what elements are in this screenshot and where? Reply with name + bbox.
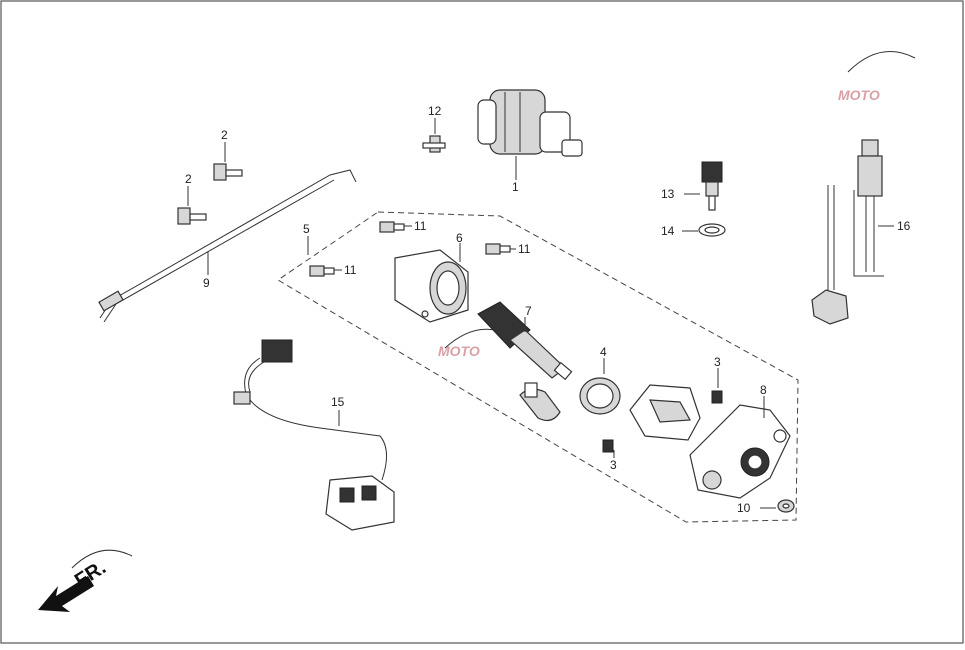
part-16-sensor-lead [811,139,884,325]
watermark-bottom-left [71,549,133,569]
callout-15: 15 [331,395,345,409]
callout-4: 4 [600,345,607,359]
watermark-top-right: MOTO [838,51,916,103]
part-11-screw-a [379,221,405,233]
watermark-text: MOTO [838,87,880,103]
callout-2-lower: 2 [185,172,192,186]
part-15-wire-harness [233,339,395,531]
callout-16: 16 [897,219,911,233]
part-brush-plate [629,384,701,441]
callout-9: 9 [203,276,210,290]
part-9-starter-cable [98,169,357,323]
callout-1: 1 [512,180,519,194]
callout-12: 12 [428,104,442,118]
starter-assembly-boundary [277,211,799,523]
callout-6: 6 [456,231,463,245]
watermark-text: MOTO [438,343,480,359]
callout-11-c: 11 [344,263,357,277]
callout-3-upper: 3 [714,355,721,369]
callout-10: 10 [737,501,751,515]
part-10-washer [777,499,795,513]
callout-3-lower: 3 [610,458,617,472]
part-8-end-cover [689,404,791,499]
part-4-o-ring [579,377,621,415]
callout-13: 13 [661,187,675,201]
part-11-screw-b [485,243,511,255]
part-12-bolt [422,135,446,153]
part-14-sealing-washer [698,223,726,237]
part-1-starter-clutch [477,89,583,157]
callout-11-b: 11 [518,242,531,256]
part-3-spring-upper [711,390,723,404]
part-13-temperature-sensor [701,161,723,211]
part-brush-holder [519,382,561,422]
part-11-screw-c [309,265,335,277]
part-6-motor-housing [394,249,469,323]
callout-7: 7 [525,304,532,318]
part-3-spring-lower [602,439,614,453]
callout-11-a: 11 [414,219,427,233]
part-2-bolt-lower [177,207,207,225]
callout-8: 8 [760,383,767,397]
callout-2-upper: 2 [221,128,228,142]
callout-14: 14 [661,224,675,238]
part-7-armature [477,301,573,381]
part-2-bolt-upper [213,163,243,181]
arrow-down-left-icon [38,576,94,612]
callout-5: 5 [303,222,310,236]
